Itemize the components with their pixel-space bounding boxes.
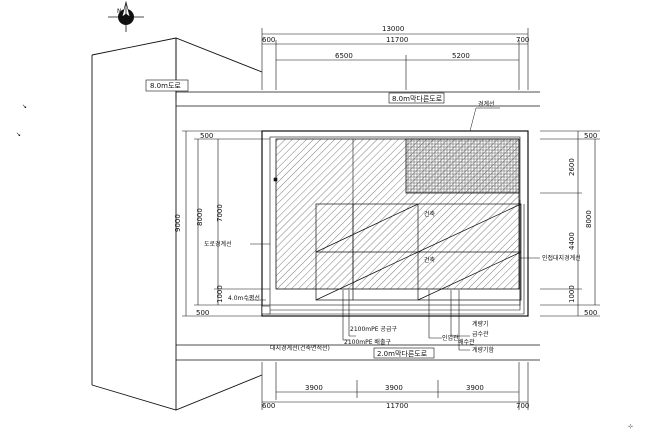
dim-right-8000: 8000: [585, 210, 593, 228]
dim-bottom-inner: 11700: [386, 402, 408, 410]
callout-bottom-5: 계량기: [472, 320, 489, 328]
dim-top-margin-right: 700: [516, 36, 529, 44]
dim-top-seg2: 5200: [452, 52, 470, 60]
dim-right-2600: 2600: [568, 158, 576, 176]
callout-right: 인접대지경계선: [542, 254, 581, 262]
callout-left-lower: 4.0m수평선: [228, 294, 260, 302]
dim-top-inner: 11700: [386, 36, 408, 44]
bottom-road-label-box: [373, 347, 435, 359]
dim-left-total: 9000: [174, 214, 182, 232]
left-dimensions: [182, 130, 270, 317]
dim-right-1000: 1000: [568, 285, 576, 303]
top-road-label: 8.0m막다른도로: [392, 94, 443, 103]
north-label: N: [117, 8, 122, 15]
left-road-label: 8.0m도로: [150, 82, 181, 90]
dim-top-margin-left: 600: [262, 36, 275, 44]
top-road-label-box: [388, 92, 445, 104]
callout-bottom-3: 2100mPE 공급구: [350, 326, 397, 333]
room-label-a: 건축: [424, 210, 436, 218]
right-dimensions: [540, 130, 600, 317]
mark-left-1: ↘: [22, 103, 27, 110]
dim-left-8000: 8000: [196, 208, 204, 226]
callout-bottom-8: 계량기함: [472, 346, 495, 354]
bottom-road-label: 2.0m막다른도로: [377, 349, 428, 358]
dim-left-7000: 7000: [216, 204, 224, 222]
dim-top-seg1: 6500: [335, 52, 353, 60]
dim-bottom-margin-right: 700: [516, 402, 529, 410]
callout-bottom-7: 배수관: [458, 338, 475, 346]
callout-leaders: [246, 107, 540, 351]
dim-right-4400: 4400: [568, 232, 576, 250]
callout-bottom-4: 인입관: [442, 334, 459, 342]
room-grid: [315, 203, 522, 301]
dim-left-bottom-small: 500: [196, 309, 209, 317]
room-label-b: 건축: [424, 256, 436, 264]
dim-bottom-seg2: 3900: [385, 384, 403, 392]
site-boundary: [261, 130, 529, 317]
callout-left: 도로경계선: [204, 240, 232, 248]
utility-lines: [261, 177, 525, 350]
north-arrow-icon: N: [108, 0, 144, 32]
dim-right-top-small: 500: [584, 132, 597, 140]
mark-bottom-right: ⊹: [628, 423, 633, 430]
left-road-label-box: [145, 79, 189, 92]
dim-top-total: 13000: [382, 25, 404, 33]
building-massing-outline: [91, 37, 263, 411]
mark-left-2: ↘: [16, 131, 21, 138]
dim-left-1000: 1000: [216, 285, 224, 303]
roads: [176, 91, 540, 361]
top-dimensions: [261, 28, 529, 90]
dim-left-top-small: 500: [200, 132, 213, 140]
dim-bottom-seg3: 3900: [466, 384, 484, 392]
dim-bottom-seg1: 3900: [305, 384, 323, 392]
callout-top: 경계선: [478, 100, 495, 108]
callout-bottom-2: 2100mPE 배출구: [344, 338, 391, 346]
dim-right-bottom-small: 500: [584, 309, 597, 317]
dim-bottom-margin-left: 600: [262, 402, 275, 410]
building-annex: [405, 138, 520, 194]
bottom-dimensions: [261, 362, 529, 410]
callout-bottom-1: 대지경계선(건축면적선): [270, 344, 330, 352]
callout-bottom-6: 급수관: [472, 330, 489, 338]
